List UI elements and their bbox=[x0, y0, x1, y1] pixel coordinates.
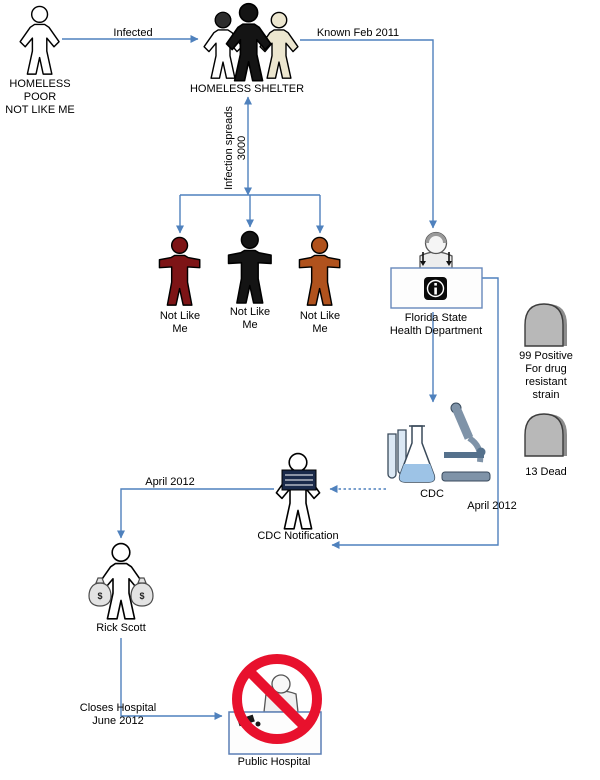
label-not-like-me-3: Not Like Me bbox=[299, 310, 341, 335]
paper-stack-icon bbox=[281, 469, 317, 491]
rick-scott-figure: $ $ bbox=[88, 542, 154, 620]
figure-not-like-me-3 bbox=[298, 236, 341, 306]
label-april-2012-left: April 2012 bbox=[145, 476, 195, 488]
connector-known-feb-2011 bbox=[300, 39, 437, 229]
receptionist-head bbox=[271, 674, 291, 694]
figure-not-like-me-2 bbox=[227, 230, 272, 304]
cdc-notification-figure bbox=[275, 452, 321, 530]
figure-homeless-poor bbox=[19, 5, 60, 75]
connector-rick-to-hospital bbox=[120, 638, 223, 720]
label-known-feb-2011: Known Feb 2011 bbox=[316, 27, 400, 39]
label-not-like-me-1: Not Like Me bbox=[159, 310, 201, 335]
label-closes-hospital: Closes Hospital June 2012 bbox=[79, 702, 157, 727]
label-april-2012-right: April 2012 bbox=[467, 500, 517, 512]
label-infection-spreads: Infection spreads 3000 bbox=[223, 106, 248, 190]
label-homeless-shelter: HOMELESS SHELTER bbox=[189, 83, 305, 95]
label-health-department: Florida State Health Department bbox=[389, 312, 483, 337]
down-arrows-icon bbox=[420, 252, 452, 266]
label-homeless-poor: HOMELESS POOR NOT LIKE ME bbox=[5, 78, 75, 116]
connector-healthdept-to-notification bbox=[331, 277, 499, 549]
flask-icon bbox=[398, 425, 436, 483]
label-rick-scott: Rick Scott bbox=[96, 622, 146, 634]
label-public-hospital: Public Hospital bbox=[237, 756, 311, 768]
label-cdc-notification: CDC Notification bbox=[257, 530, 339, 542]
health-department-icon bbox=[390, 231, 483, 309]
shelter-figure-white-head bbox=[214, 11, 232, 29]
info-icon bbox=[424, 277, 447, 300]
public-hospital-icon bbox=[228, 654, 322, 755]
tombstone-dead-icon bbox=[524, 413, 567, 457]
label-cdc: CDC bbox=[420, 488, 444, 500]
connector-notification-to-rick bbox=[117, 488, 274, 539]
label-infected: Infected bbox=[113, 27, 153, 39]
connector-infection-spreads bbox=[176, 96, 324, 234]
money-bag-symbol-right: $ bbox=[139, 591, 144, 601]
microscope-icon bbox=[441, 402, 491, 482]
label-not-like-me-2: Not Like Me bbox=[229, 306, 271, 331]
figure-group-homeless-shelter bbox=[203, 2, 299, 82]
money-bag-symbol-left: $ bbox=[97, 591, 102, 601]
tombstone-positive-icon bbox=[524, 303, 567, 347]
prohibition-icon bbox=[232, 654, 322, 744]
figure-not-like-me-1 bbox=[158, 236, 201, 306]
label-positive-strain: 99 Positive For drug resistant strain bbox=[519, 350, 573, 401]
label-dead: 13 Dead bbox=[525, 466, 567, 478]
